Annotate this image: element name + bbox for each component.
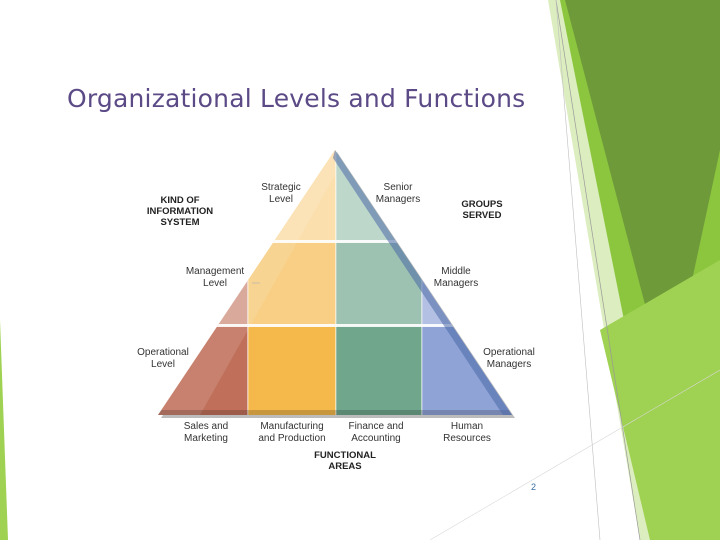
deco-line (555, 0, 641, 540)
slide-title: Organizational Levels and Functions (67, 84, 526, 113)
level-divider (158, 324, 512, 327)
kind-of-information-system-header: KIND OF INFORMATION SYSTEM (146, 195, 214, 228)
level-label-strategic: Strategic Level (261, 182, 301, 205)
pyramid-base (158, 410, 512, 415)
deco-green-lower (600, 260, 720, 540)
left-face-highlight (158, 150, 335, 415)
right-edge-shade (333, 150, 512, 415)
group-label-middle-managers: Middle Managers (433, 266, 479, 289)
functional-area-manufacturing: Manufacturing and Production (258, 421, 326, 444)
deco-left-sliver (0, 320, 8, 540)
column-divider (247, 150, 249, 415)
functional-area-human-resources: Human Resources (443, 421, 491, 444)
level-divider (158, 240, 512, 243)
group-label-operational-managers: Operational Managers (483, 347, 535, 370)
functional-areas-header: FUNCTIONAL AREAS (314, 450, 376, 472)
level-label-management: Management Level (185, 266, 245, 289)
level-label-operational: Operational Level (137, 347, 189, 370)
functional-area-sales-marketing: Sales and Marketing (183, 421, 229, 444)
functional-area-finance: Finance and Accounting (348, 421, 404, 444)
column-divider (335, 150, 337, 415)
page-number: 2 (531, 482, 537, 492)
group-label-senior-managers: Senior Managers (375, 182, 421, 205)
deco-line (429, 369, 720, 540)
deco-line (555, 0, 601, 540)
groups-served-header: GROUPS SERVED (461, 199, 503, 221)
